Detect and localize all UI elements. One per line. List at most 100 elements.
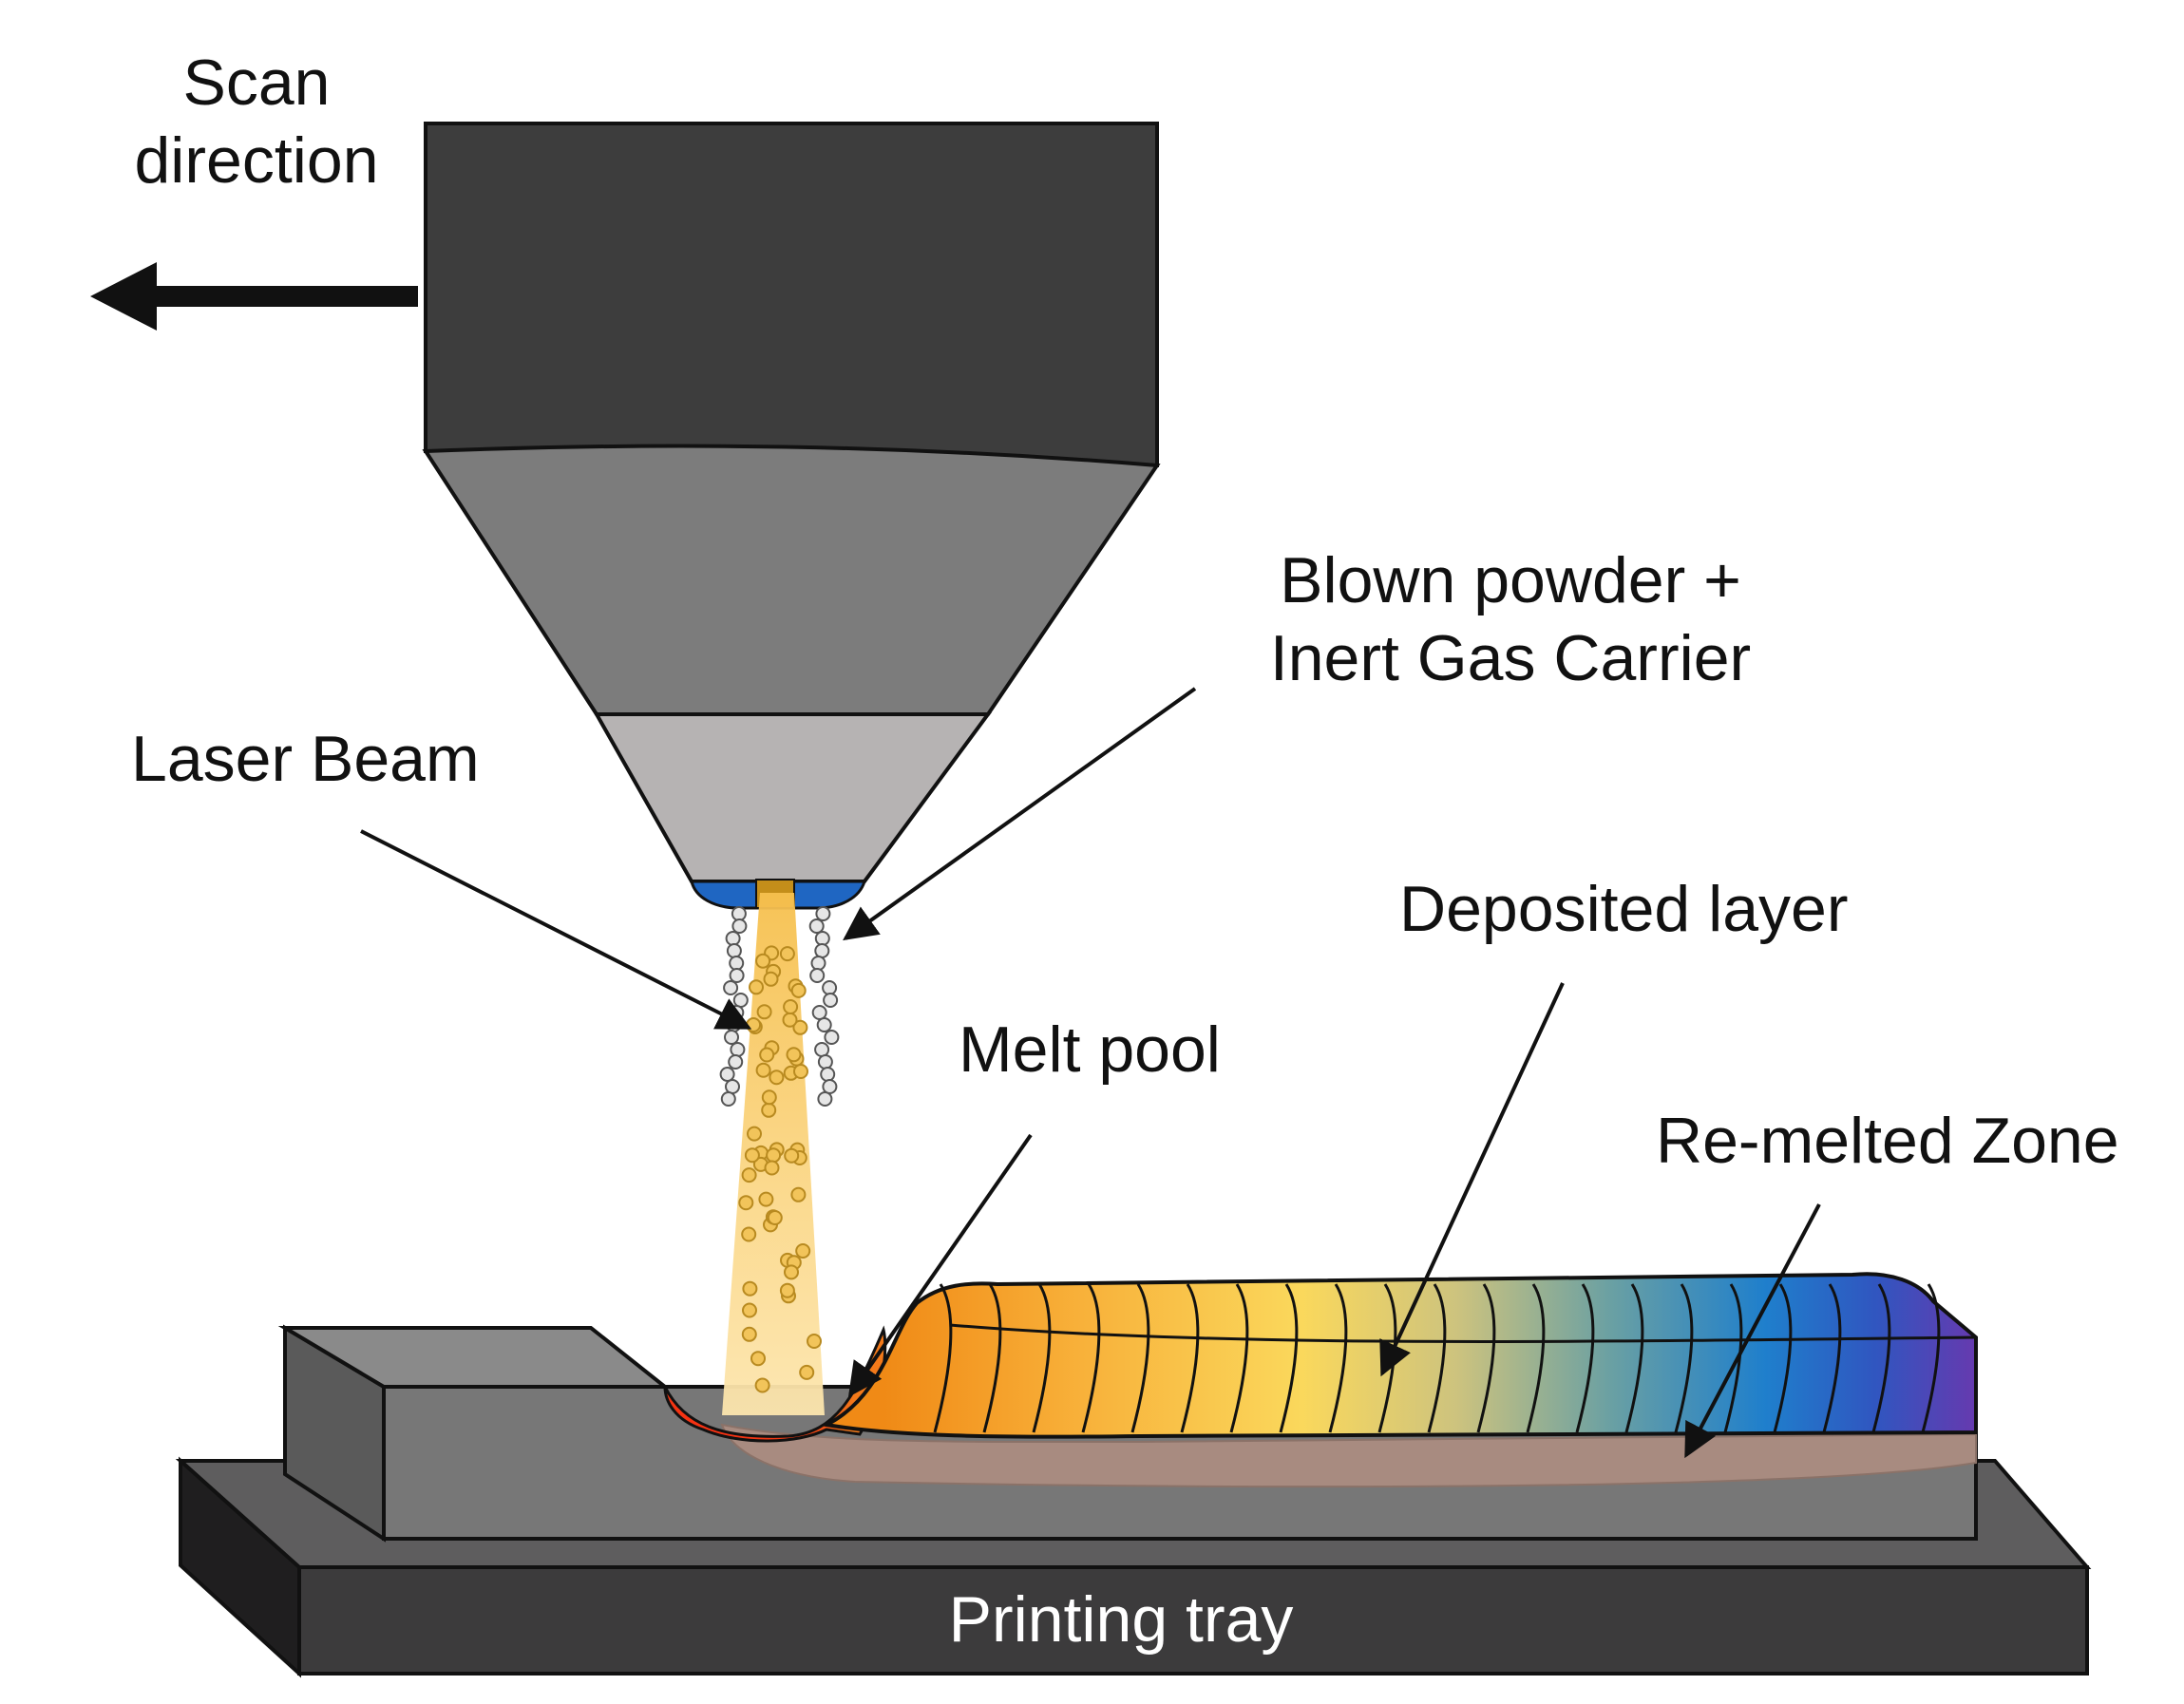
powder-particle [741, 1167, 757, 1183]
powder-particle [811, 1005, 827, 1020]
bead-segment-line [1921, 1283, 1941, 1433]
powder-particle [730, 1042, 746, 1057]
powder-particle [729, 968, 745, 983]
powder-particle [741, 1326, 757, 1342]
powder-particle [741, 1226, 757, 1242]
scan-direction-label: Scan direction [123, 44, 389, 199]
powder-particle [815, 906, 831, 921]
powder-label-line1: Blown powder + [1280, 544, 1741, 616]
powder-particle [766, 1147, 782, 1164]
powder-particle [726, 943, 742, 958]
powder-particle [814, 931, 830, 946]
deposited-layer-label: Deposited layer [1399, 873, 1849, 945]
bead-segment-line [1476, 1283, 1496, 1433]
powder-particle [792, 1019, 808, 1035]
leader-lines [360, 687, 1821, 1459]
deposited-layer [820, 1272, 1978, 1439]
powder-particle [750, 1351, 766, 1367]
powder-particle [761, 1089, 777, 1106]
bead-segment-line [1773, 1283, 1793, 1433]
scan-label-line1: Scan [182, 47, 331, 119]
powder-particle [807, 1334, 822, 1349]
bead-segment-line [933, 1283, 953, 1433]
bead-segment-line [1279, 1283, 1299, 1433]
powder-particle [786, 1047, 802, 1063]
remelted-zone [720, 1423, 1977, 1488]
bead-segment-line [1624, 1283, 1644, 1433]
powder-stream [719, 906, 840, 1393]
powder-particle [783, 999, 799, 1014]
powder-particle [761, 1102, 777, 1118]
powder-particle [824, 1030, 840, 1045]
powder-particle [782, 1012, 798, 1028]
powder-particle [731, 918, 748, 934]
powder-particle [731, 906, 747, 921]
powder-particle [820, 1067, 836, 1082]
bead-segment-line [1871, 1283, 1891, 1433]
powder-particle [755, 953, 771, 969]
powder-particle [814, 943, 830, 958]
powder-particle [814, 1042, 830, 1057]
powder-particle [723, 980, 739, 995]
bead-segment-line [1575, 1283, 1595, 1433]
powder-particle [816, 1017, 832, 1032]
powder-particle [823, 993, 839, 1008]
powder-particle [724, 1030, 739, 1045]
powder-particle [817, 1091, 833, 1107]
bead-segment-line [1032, 1283, 1052, 1433]
nozzle-head [422, 122, 1161, 910]
powder-particle [725, 1079, 740, 1094]
powder-leader [843, 687, 1197, 941]
powder-particle [784, 1147, 800, 1164]
deposited-layer-leader [1379, 982, 1565, 1377]
bead-segment-line [982, 1283, 1002, 1433]
powder-particle [799, 1364, 815, 1380]
bead-segment-line [1180, 1283, 1200, 1433]
powder-particle [738, 1195, 754, 1211]
bead-segment-line [1723, 1283, 1743, 1433]
powder-particle [732, 993, 749, 1008]
powder-particle [795, 1243, 811, 1259]
powder-particle [763, 971, 779, 987]
powder-particle [809, 968, 826, 983]
scan-label-line2: direction [134, 124, 379, 197]
powder-particle [790, 1186, 807, 1202]
powder-label: Blown powder + Inert Gas Carrier [1244, 541, 1776, 697]
powder-particle [808, 918, 825, 934]
powder-particle [719, 1067, 735, 1082]
powder-particle [810, 956, 826, 971]
powder-particle [779, 946, 795, 962]
powder-particle [793, 1064, 808, 1079]
bead-segment-line [1328, 1283, 1348, 1433]
powder-particle [756, 1004, 772, 1020]
powder-particle [822, 980, 838, 995]
powder-particle [759, 1047, 775, 1063]
powder-label-line2: Inert Gas Carrier [1269, 622, 1752, 694]
remelted-zone-label: Re-melted Zone [1656, 1105, 2119, 1177]
powder-particle [822, 1079, 838, 1094]
powder-particle [754, 1377, 770, 1393]
powder-particle [746, 1017, 762, 1032]
powder-particle [742, 1280, 758, 1297]
melt-pool-label: Melt pool [959, 1013, 1221, 1086]
powder-particle [729, 956, 745, 971]
powder-particle [767, 1210, 783, 1225]
melt-pool-leader [847, 1133, 1033, 1397]
laser-beam-label: Laser Beam [131, 723, 480, 795]
melt-pool [663, 1325, 887, 1443]
powder-particle [817, 1054, 833, 1070]
powder-particle [764, 1160, 780, 1176]
bead-segment-line [1822, 1283, 1842, 1433]
printing-tray-label: Printing tray [948, 1583, 1294, 1656]
bead-segment-line [1674, 1283, 1694, 1433]
powder-particle [720, 1091, 736, 1107]
powder-particle [747, 1126, 762, 1142]
powder-particle [749, 979, 764, 995]
bead-segment-line [1427, 1283, 1447, 1433]
powder-particle [755, 1062, 771, 1078]
bead-segment-line [1229, 1283, 1249, 1433]
powder-particle [758, 1191, 774, 1207]
powder-particle [769, 1070, 785, 1086]
powder-particle [725, 931, 741, 946]
